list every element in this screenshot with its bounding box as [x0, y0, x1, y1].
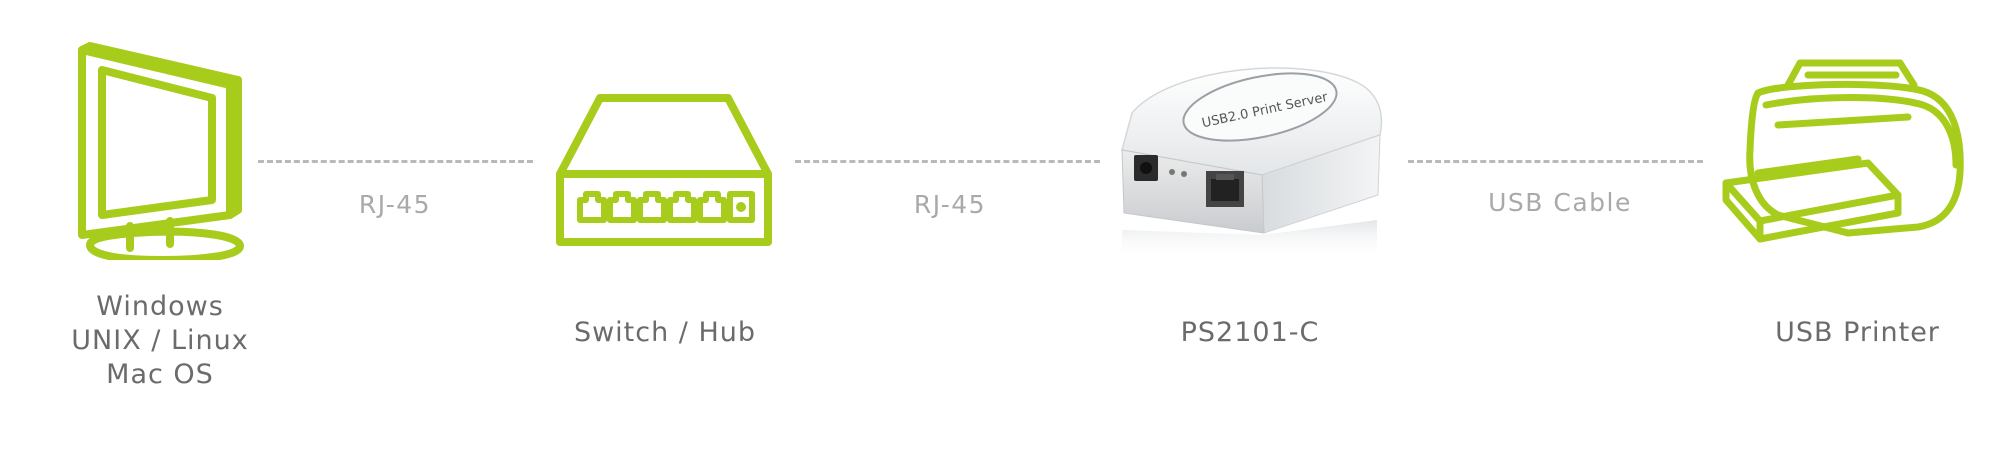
printer-icon	[1722, 59, 1964, 243]
switch-label: Switch / Hub	[573, 317, 757, 348]
link3-label: USB Cable	[1488, 188, 1632, 217]
link3-dashed-line	[1408, 160, 1703, 163]
computer-label: Windows UNIX / Linux Mac OS	[60, 290, 260, 392]
os-windows-label: Windows	[96, 291, 224, 322]
print-server-device-image: USB2.0 Print Server	[1121, 67, 1383, 260]
print-server-label: PS2101-C	[1180, 317, 1320, 348]
link2-dashed-line	[795, 160, 1100, 163]
monitor-icon	[78, 42, 244, 260]
os-macos-label: Mac OS	[106, 359, 214, 390]
link1-label: RJ-45	[358, 190, 432, 219]
printer-label: USB Printer	[1775, 317, 1940, 348]
os-unix-linux-label: UNIX / Linux	[71, 325, 249, 356]
link2-label: RJ-45	[913, 190, 987, 219]
link1-dashed-line	[258, 160, 533, 163]
network-switch-icon	[556, 94, 772, 246]
